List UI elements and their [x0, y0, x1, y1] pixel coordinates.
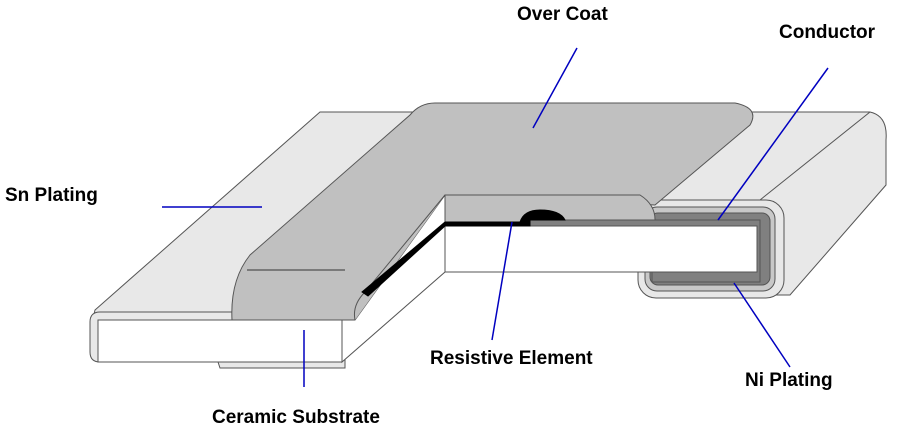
substrate-front-left [97, 319, 343, 363]
over-coat [231, 102, 754, 321]
label-resistive-element: Resistive Element [430, 348, 593, 369]
label-ni-plating: Ni Plating [745, 370, 833, 391]
substrate-front-right [444, 225, 758, 273]
label-conductor: Conductor [779, 22, 876, 43]
label-over-coat: Over Coat [517, 4, 608, 25]
label-ceramic-substrate: Ceramic Substrate [212, 407, 380, 428]
label-sn-plating: Sn Plating [5, 185, 98, 206]
leader-lines [162, 47, 829, 387]
resistive-element [361, 209, 566, 297]
